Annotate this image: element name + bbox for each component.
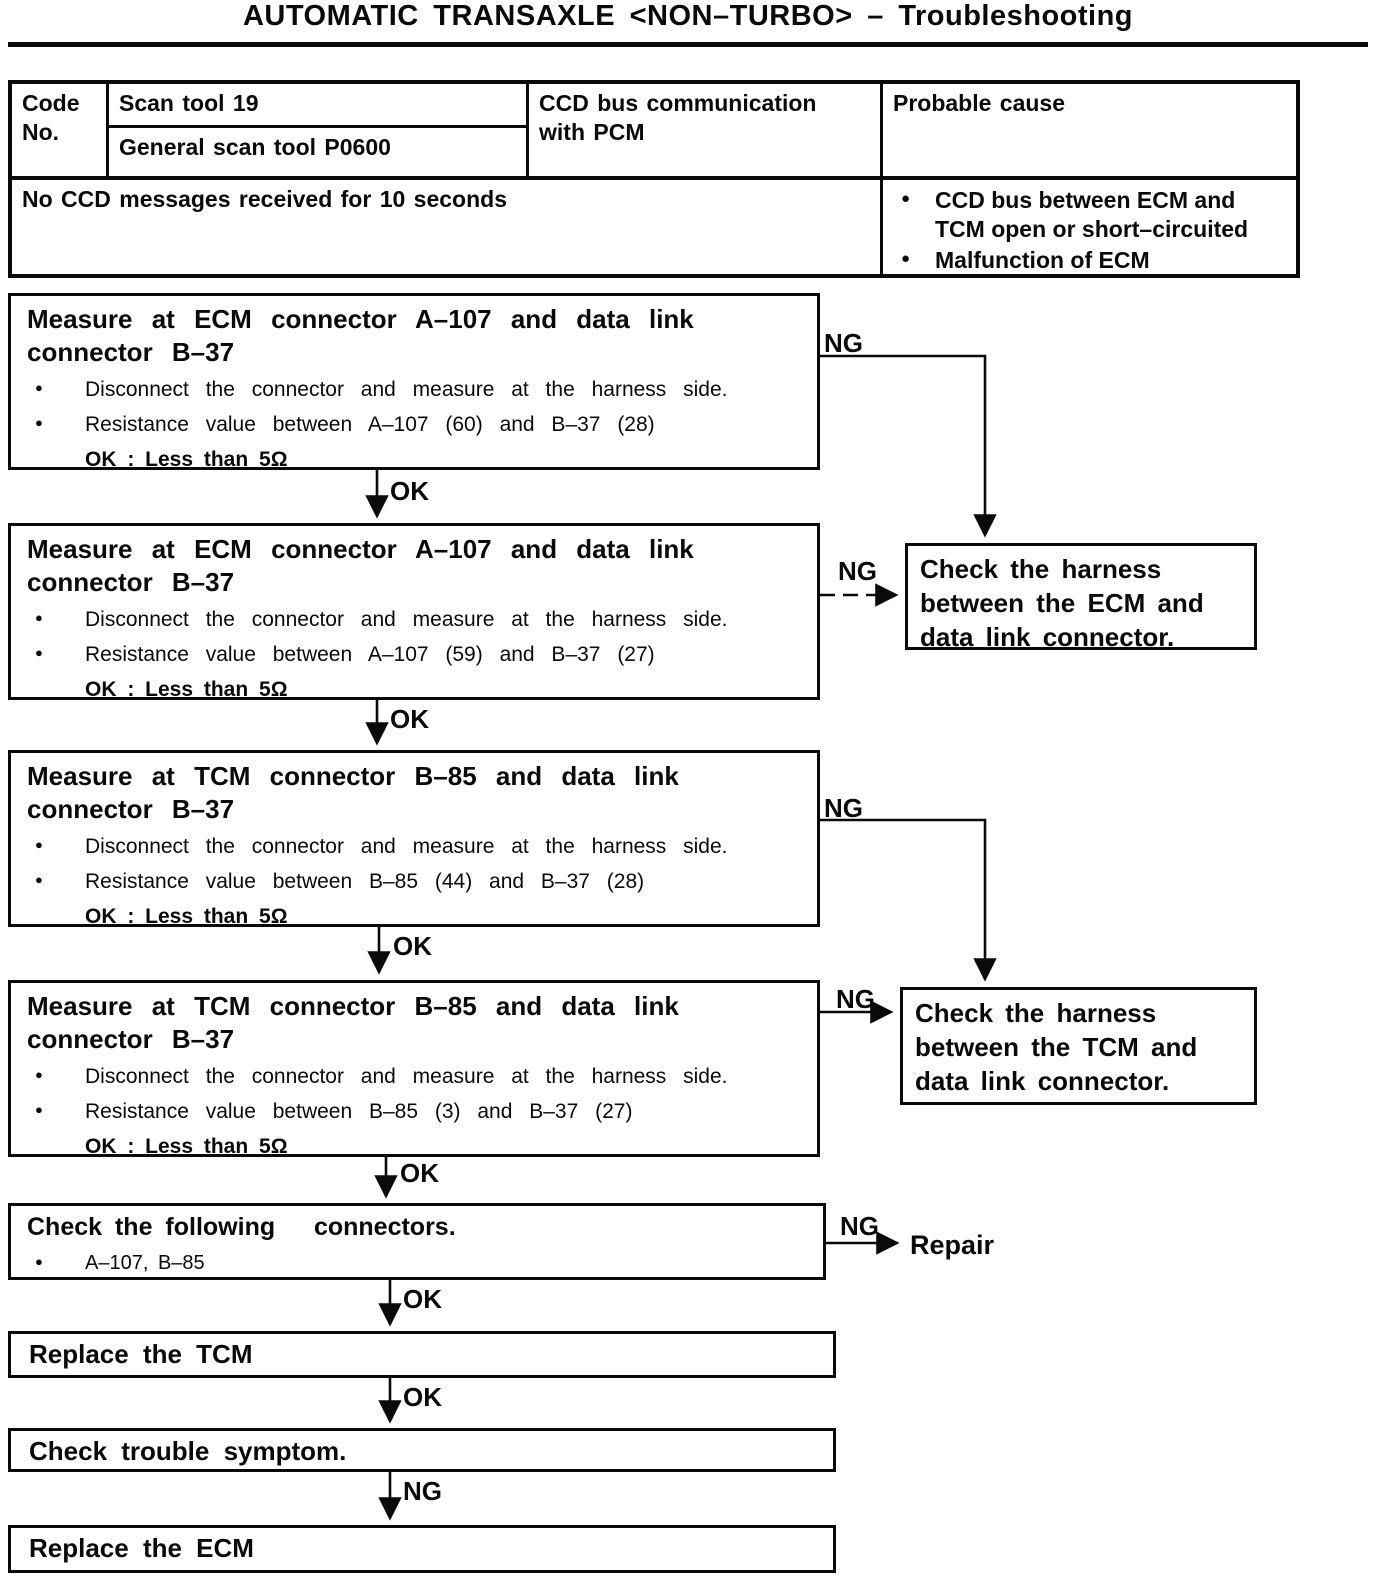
flow-step-2-box: Measure at ECM connector A–107 and data …	[8, 523, 820, 702]
flow-step-3-box: Measure at TCM connector B–85 and data l…	[8, 750, 820, 929]
check-connectors-box: Check the following connectors. A–107, B…	[8, 1203, 826, 1280]
ok-label-5: OK	[403, 1284, 442, 1314]
dtc-condition: No CCD messages received for 10 seconds	[12, 176, 883, 274]
repair-label: Repair	[910, 1230, 995, 1260]
replace-tcm-label: Replace the TCM	[29, 1339, 253, 1369]
step-bullet: Resistance value between B–85 (3) and B–…	[11, 1100, 817, 1124]
check-trouble-symptom-label: Check trouble symptom.	[29, 1436, 347, 1466]
ng-label-5: NG	[840, 1211, 879, 1241]
ng-label-3: NG	[824, 793, 863, 823]
check-trouble-symptom-box: Check trouble symptom.	[8, 1428, 836, 1472]
step-bullet: Disconnect the connector and measure at …	[11, 378, 817, 402]
replace-ecm-label: Replace the ECM	[29, 1533, 254, 1563]
flow-step-4-box: Measure at TCM connector B–85 and data l…	[8, 980, 820, 1159]
check-connectors-title: Check the following connectors.	[27, 1213, 456, 1241]
dtc-description: CCD bus communication with PCM	[529, 84, 883, 176]
dtc-table: Code No. Scan tool 19 General scan tool …	[8, 80, 1300, 278]
step-title: Measure at ECM connector A–107 and data …	[27, 534, 694, 598]
step-ok-condition: OK : Less than 5Ω	[85, 905, 288, 929]
check-harness-ecm-text: Check the harness between the ECM and da…	[920, 554, 1204, 652]
dtc-scan-tool-code: Scan tool 19	[109, 84, 529, 128]
replace-ecm-box: Replace the ECM	[8, 1525, 836, 1573]
page-title: AUTOMATIC TRANSAXLE <NON–TURBO> – Troubl…	[242, 0, 1134, 32]
step-ok-condition: OK : Less than 5Ω	[85, 678, 288, 702]
ng-label-final: NG	[403, 1476, 442, 1506]
step-bullet: Resistance value between A–107 (59) and …	[11, 643, 817, 667]
ok-label-1: OK	[390, 476, 429, 506]
probable-cause-item: CCD bus between ECM and TCM open or shor…	[889, 186, 1290, 244]
check-harness-ecm-box: Check the harness between the ECM and da…	[905, 543, 1257, 652]
step-title: Measure at TCM connector B–85 and data l…	[27, 991, 679, 1055]
check-harness-tcm-box: Check the harness between the TCM and da…	[900, 987, 1257, 1105]
step-ok-condition: OK : Less than 5Ω	[85, 1135, 288, 1159]
ng-label-4: NG	[836, 984, 875, 1014]
check-harness-tcm-text: Check the harness between the TCM and da…	[915, 998, 1198, 1096]
ok-label-4: OK	[400, 1158, 439, 1188]
ok-label-6: OK	[403, 1382, 442, 1412]
flow-step-1-box: Measure at ECM connector A–107 and data …	[8, 293, 820, 472]
replace-tcm-box: Replace the TCM	[8, 1331, 836, 1378]
step-bullet: Disconnect the connector and measure at …	[11, 835, 817, 859]
step-bullet: Disconnect the connector and measure at …	[11, 1065, 817, 1089]
step-bullet: Resistance value between A–107 (60) and …	[11, 413, 817, 437]
ng-label-2: NG	[838, 556, 877, 586]
ok-label-3: OK	[393, 931, 432, 961]
step-bullet: Disconnect the connector and measure at …	[11, 608, 817, 632]
step-ok-condition: OK : Less than 5Ω	[85, 448, 288, 472]
dtc-code-header: Code No.	[12, 84, 109, 176]
ng-label-1: NG	[824, 328, 863, 358]
step-bullet: Resistance value between B–85 (44) and B…	[11, 870, 817, 894]
step-title: Measure at TCM connector B–85 and data l…	[27, 761, 679, 825]
check-connectors-bullet: A–107, B–85	[11, 1252, 823, 1275]
probable-cause-header: Probable cause	[893, 90, 1066, 116]
title-rule	[8, 42, 1368, 47]
probable-cause-item: Malfunction of ECM	[889, 246, 1290, 275]
probable-cause-list: CCD bus between ECM and TCM open or shor…	[883, 176, 1296, 274]
ok-label-2: OK	[390, 704, 429, 734]
dtc-general-scan-tool-code: General scan tool P0600	[109, 128, 529, 176]
step-title: Measure at ECM connector A–107 and data …	[27, 304, 694, 368]
